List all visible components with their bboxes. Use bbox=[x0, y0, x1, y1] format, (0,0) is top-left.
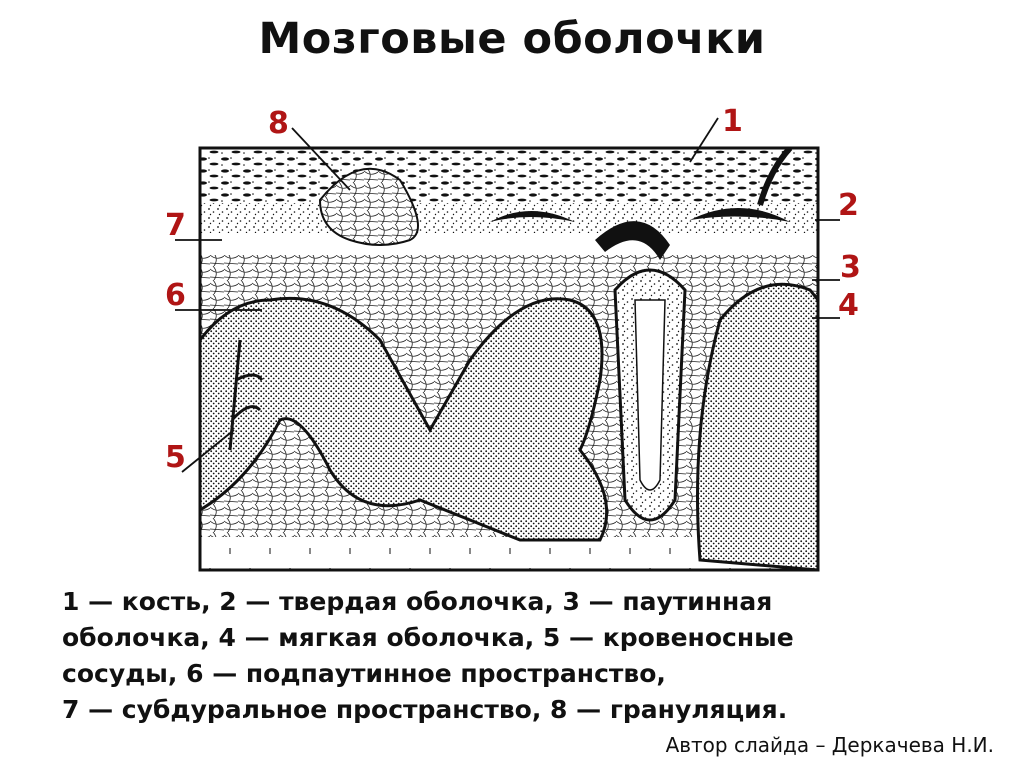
caption-line: сосуды, 6 — подпаутинное пространство, bbox=[62, 659, 666, 688]
bone-layer bbox=[200, 148, 818, 203]
granulation bbox=[318, 167, 419, 246]
arachnoid-layer bbox=[200, 255, 818, 287]
label-8: 8 bbox=[268, 106, 289, 141]
venous-sinus bbox=[490, 211, 575, 222]
label-3: 3 bbox=[840, 250, 861, 285]
cortex-gyri bbox=[200, 296, 609, 542]
slide-title: Мозговые оболочки bbox=[258, 14, 766, 64]
meninges-diagram bbox=[160, 100, 880, 580]
label-5: 5 bbox=[165, 440, 186, 475]
label-6: 6 bbox=[165, 278, 186, 313]
label-1: 1 bbox=[722, 104, 743, 139]
caption-line: 7 — субдуральное пространство, 8 — грану… bbox=[62, 695, 788, 724]
slide-author: Автор слайда – Деркачева Н.И. bbox=[665, 733, 994, 757]
label-2: 2 bbox=[838, 188, 859, 223]
label-7: 7 bbox=[165, 208, 186, 243]
label-4: 4 bbox=[838, 288, 859, 323]
caption-line: 1 — кость, 2 — твердая оболочка, 3 — пау… bbox=[62, 587, 773, 616]
legend-caption: 1 — кость, 2 — твердая оболочка, 3 — пау… bbox=[62, 584, 962, 728]
caption-line: оболочка, 4 — мягкая оболочка, 5 — крове… bbox=[62, 623, 794, 652]
